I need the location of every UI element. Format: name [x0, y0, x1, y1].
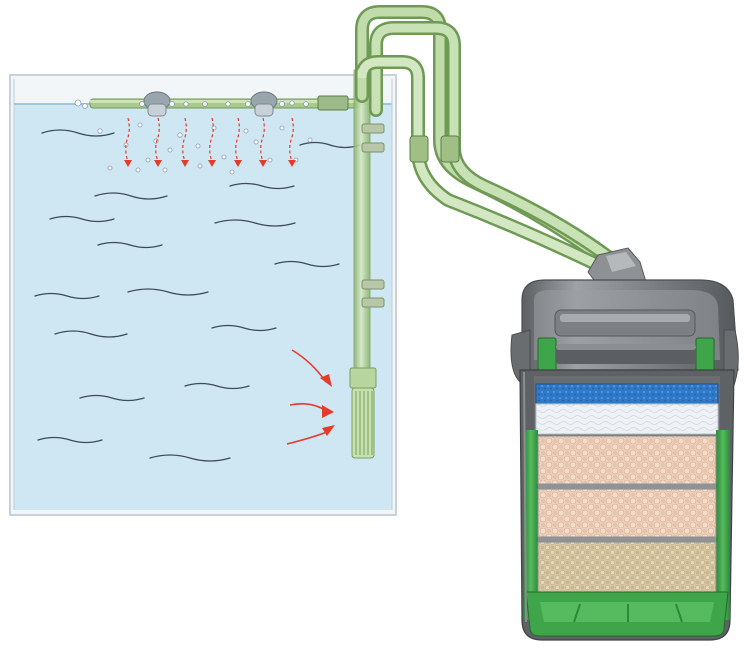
- intake-strainer: [349, 367, 377, 459]
- hose-connector-left: [409, 135, 429, 163]
- head-recess: [554, 309, 696, 337]
- water-waves: [34, 129, 361, 462]
- basket-wall-left: [524, 430, 538, 620]
- canister-filter: [510, 247, 739, 641]
- tank-water: [14, 104, 392, 510]
- suction-cup-left: [143, 91, 171, 117]
- suction-cup-right: [250, 91, 278, 117]
- media-sponge-blue: [535, 383, 719, 405]
- canister-head: [510, 279, 739, 386]
- spray-bar-connector: [317, 95, 349, 111]
- intake-pipe: [353, 69, 385, 373]
- hose-connector-right: [440, 135, 460, 163]
- intake-clip-bottom: [361, 279, 385, 290]
- media-ceramic-lower: [537, 488, 717, 538]
- media-ceramic-upper: [537, 435, 717, 485]
- intake-arrowheads: [320, 374, 335, 436]
- air-bubbles: [74, 99, 313, 175]
- intake-clip-top: [361, 123, 385, 134]
- hose-assembly: [355, 5, 622, 273]
- valve-block: [587, 247, 647, 289]
- basket-wall-right: [716, 430, 730, 620]
- spray-arrowheads: [124, 160, 296, 167]
- media-wool-white: [535, 403, 719, 435]
- aquarium-tank: [9, 69, 397, 516]
- media-bio-balls: [537, 541, 717, 593]
- spray-flow-arrows: [125, 117, 294, 163]
